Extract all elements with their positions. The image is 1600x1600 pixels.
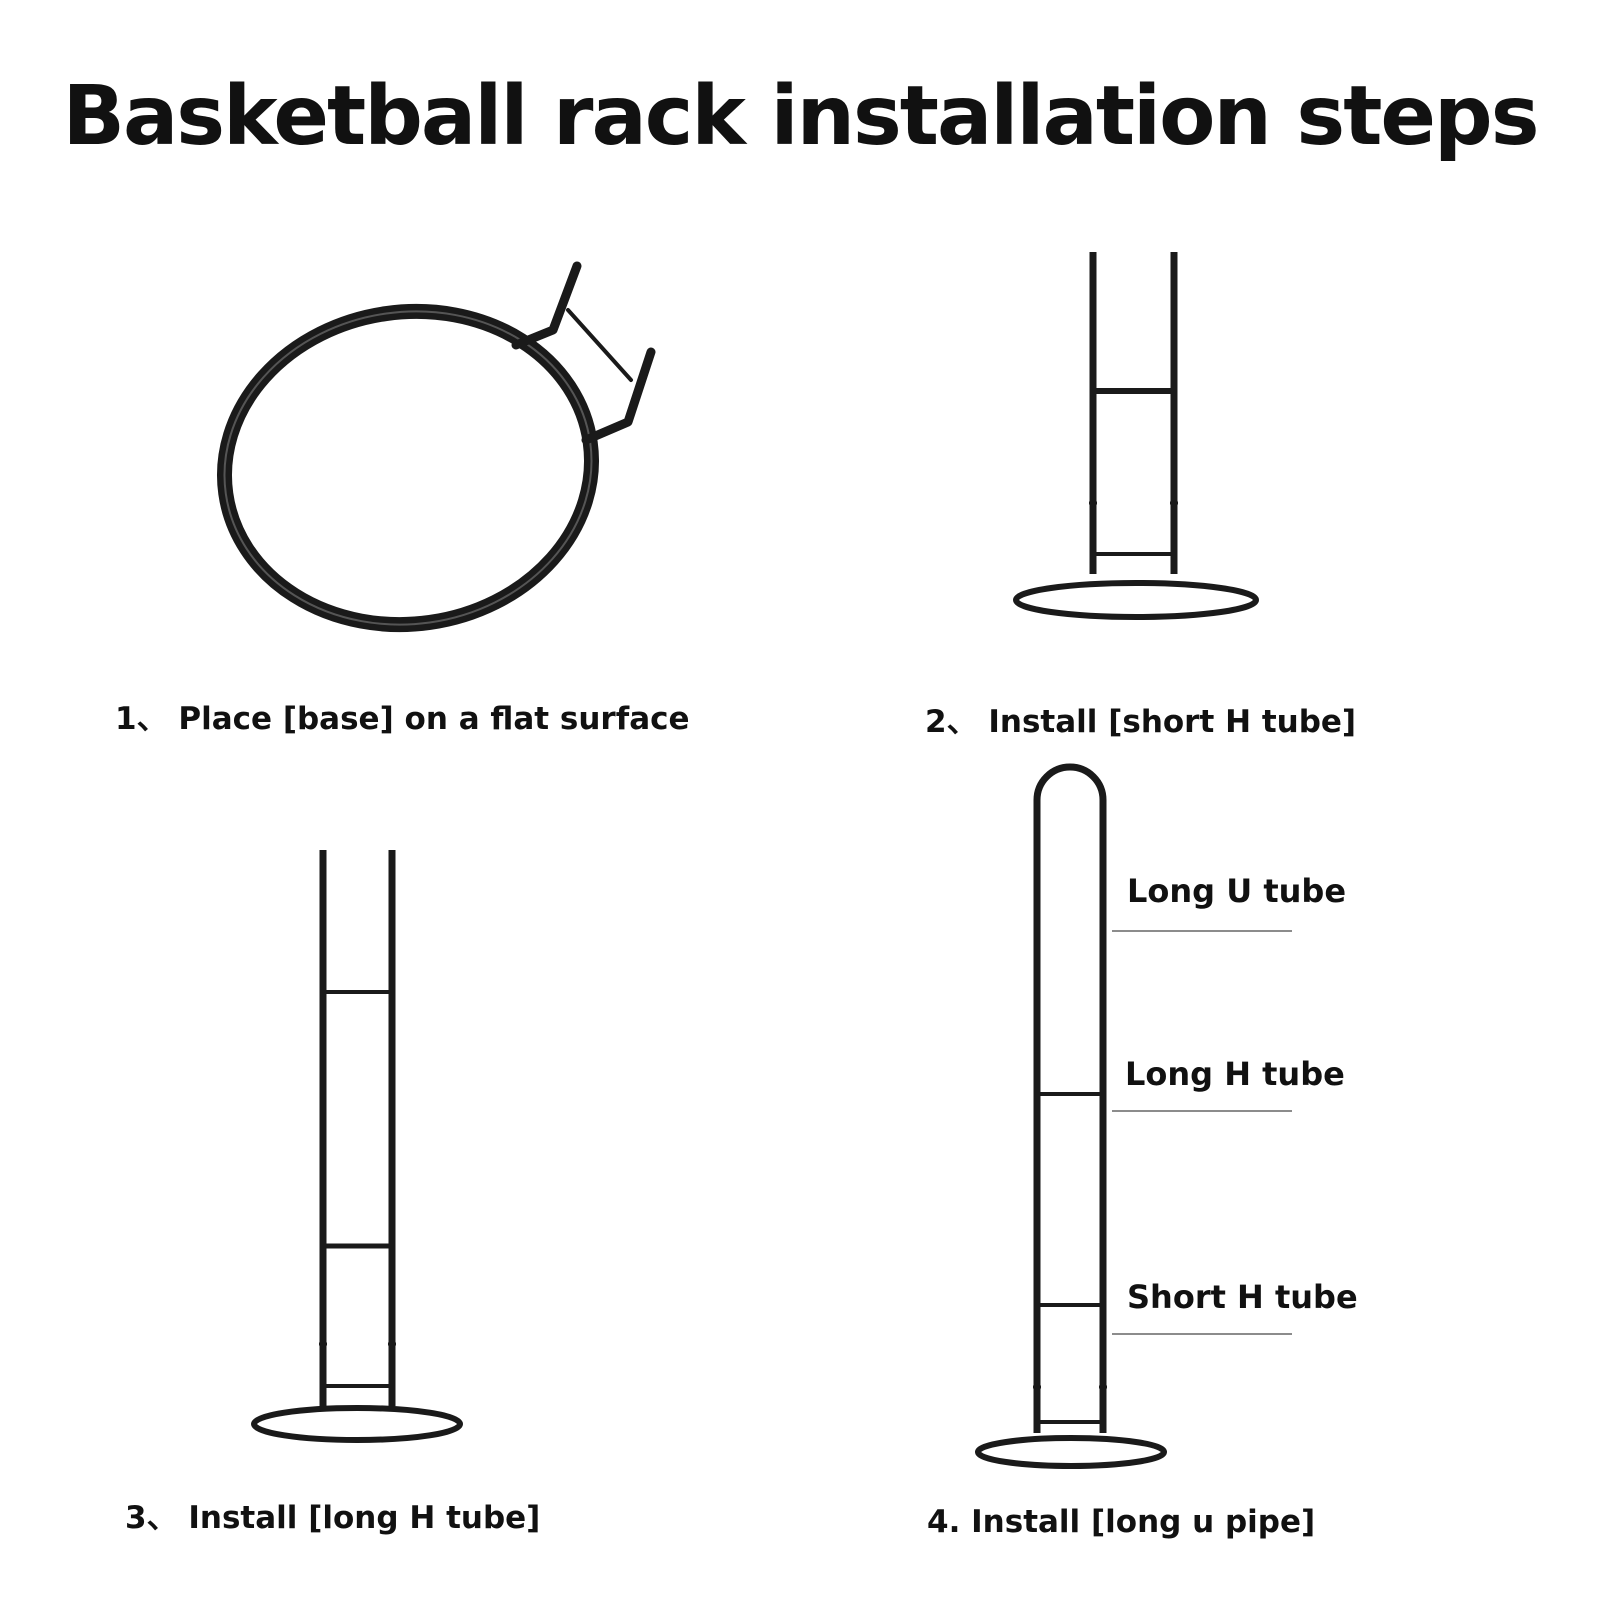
assembled-base-ring bbox=[978, 1438, 1164, 1466]
step-4-assembled-illustration bbox=[978, 767, 1164, 1466]
step-1-caption: 1、 Place [base] on a flat surface bbox=[115, 701, 690, 737]
long-h-tube-leader-line bbox=[1112, 1110, 1292, 1112]
long-h-tube-label: Long H tube bbox=[1125, 1055, 1345, 1093]
step-4-caption: 4. Install [long u pipe] bbox=[927, 1504, 1316, 1540]
base-ring bbox=[204, 288, 612, 648]
long-h-base-ring bbox=[254, 1408, 460, 1440]
long-u-tube bbox=[1037, 767, 1103, 1433]
step-2-short-h-illustration bbox=[1016, 252, 1256, 617]
step-2-caption: 2、 Install [short H tube] bbox=[925, 704, 1357, 740]
short-h-base-ring bbox=[1016, 583, 1256, 617]
step-3-caption: 3、 Install [long H tube] bbox=[125, 1500, 541, 1536]
long-u-tube-leader-line bbox=[1112, 930, 1292, 932]
step-3-long-h-illustration bbox=[254, 850, 460, 1440]
base-bracket bbox=[516, 266, 651, 440]
page-title: Basketball rack installation steps bbox=[62, 69, 1539, 164]
long-u-tube-label: Long U tube bbox=[1127, 872, 1347, 910]
short-h-tube-leader-line bbox=[1112, 1333, 1292, 1335]
short-h-tube-label: Short H tube bbox=[1127, 1278, 1358, 1316]
step-1-base-illustration bbox=[204, 266, 651, 648]
